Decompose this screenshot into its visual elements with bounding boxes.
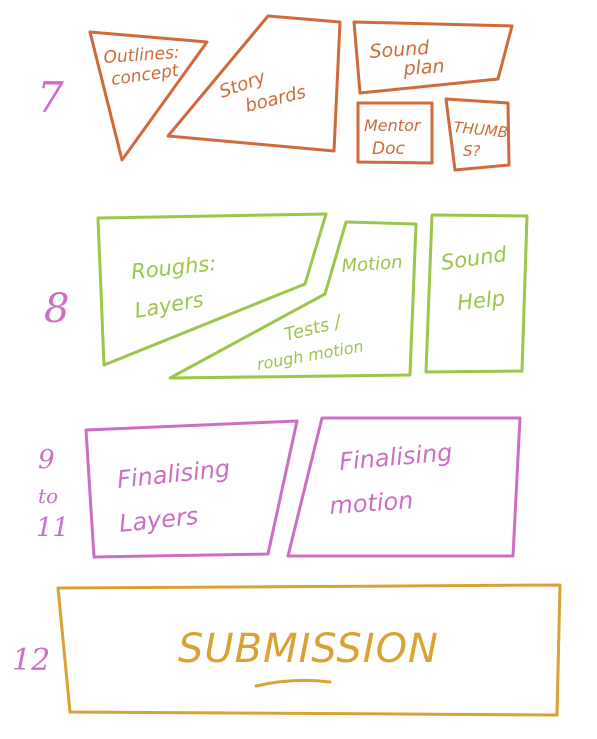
sound-plan-label-2: plan xyxy=(402,55,445,80)
week-number-to: to xyxy=(38,484,58,508)
submission-label: SUBMISSION xyxy=(178,626,439,672)
submission-box xyxy=(56,583,562,717)
week-number-8: 8 xyxy=(44,286,69,332)
sound-plan-box xyxy=(352,20,514,95)
mentor-doc-box xyxy=(356,101,434,165)
sound-plan-label-1: Sound xyxy=(369,37,431,63)
row-week-7: 7 Outlines: concept Story boards Sound p… xyxy=(37,14,514,172)
row-week-12: 12 SUBMISSION xyxy=(12,583,562,717)
week-number-11: 11 xyxy=(36,513,69,543)
submission-underline xyxy=(254,678,332,688)
row-weeks-9-to-11: 9 to 11 Finalising Layers Finalising mot… xyxy=(36,416,522,559)
motion-label: Motion xyxy=(341,252,403,277)
finalising-motion-label-2: motion xyxy=(328,486,414,520)
roughs-layers-label-1: Roughs: xyxy=(130,251,217,284)
week-number-12: 12 xyxy=(12,643,50,678)
thumbs-box xyxy=(444,97,511,172)
finalising-motion-label-1: Finalising xyxy=(338,438,453,476)
roughs-layers-box xyxy=(96,212,328,367)
outlines-box xyxy=(88,30,209,162)
finalising-motion-box xyxy=(286,416,522,558)
storyboards-box xyxy=(166,14,342,153)
row-week-8: 8 Roughs: Layers Motion Tests / rough mo… xyxy=(44,212,529,380)
finalising-layers-label-1: Finalising xyxy=(116,454,232,494)
tests-box xyxy=(168,220,418,380)
mentor-doc-label-1: Mentor xyxy=(364,116,422,135)
sound-help-label-2: Help xyxy=(456,286,506,315)
mentor-doc-label-2: Doc xyxy=(372,139,405,159)
thumbs-label-1: THUMB xyxy=(453,118,509,142)
sound-help-label-1: Sound xyxy=(439,242,508,275)
sound-help-box xyxy=(424,213,529,374)
week-number-7: 7 xyxy=(37,73,64,122)
finalising-layers-label-2: Layers xyxy=(118,502,200,538)
roughs-layers-label-2: Layers xyxy=(133,287,206,323)
tests-label-2: rough motion xyxy=(255,336,365,373)
finalising-layers-box xyxy=(84,419,299,559)
thumbs-label-2: S? xyxy=(463,142,481,160)
week-number-9: 9 xyxy=(38,445,55,475)
